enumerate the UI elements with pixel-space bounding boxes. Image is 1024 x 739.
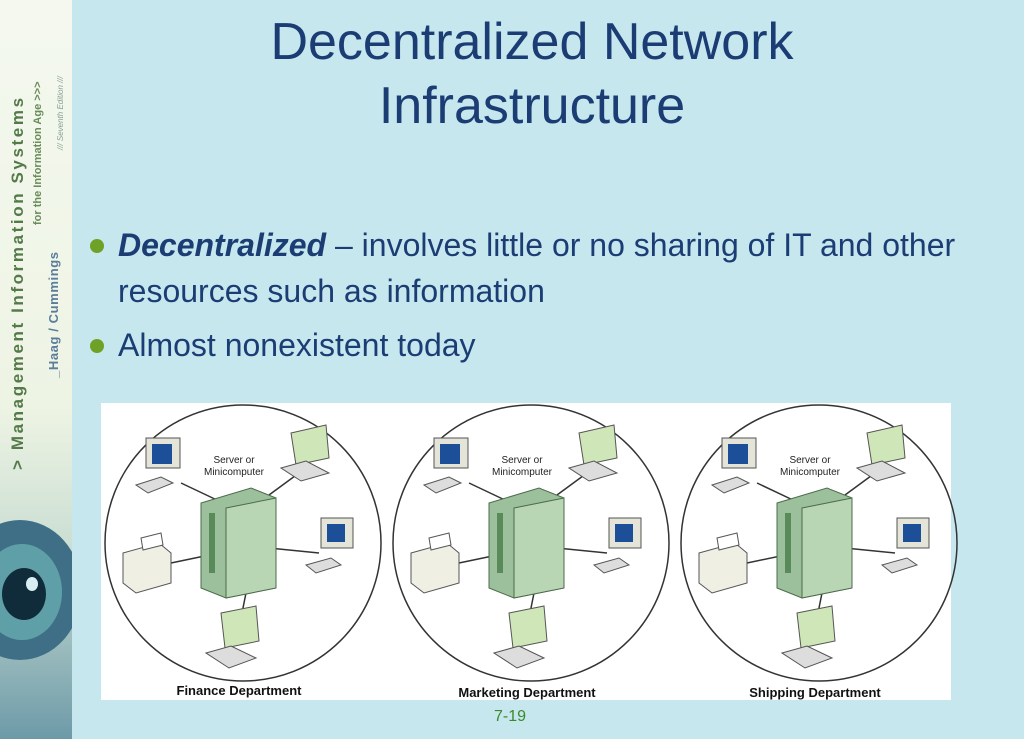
eye-icon	[0, 520, 72, 660]
bullet-item: Decentralized – involves little or no sh…	[88, 222, 968, 314]
laptop-icon	[780, 605, 836, 669]
department-label: Marketing Department	[458, 685, 596, 700]
printer-icon	[698, 532, 748, 594]
book-subtitle: for the Information Age >>>	[32, 81, 44, 225]
printer-icon	[410, 532, 460, 594]
bullet-dot-icon	[90, 339, 104, 353]
bullet-list: Decentralized – involves little or no sh…	[88, 222, 968, 376]
slide-title: Decentralized Network Infrastructure	[200, 10, 864, 138]
department-finance: Server or Minicomputer	[101, 403, 385, 700]
server-label-line-1: Server or	[501, 455, 543, 466]
desktop-computer-icon	[592, 517, 642, 574]
bullet-text: – involves little or no sharing of IT an…	[118, 227, 956, 309]
laptop-icon	[855, 424, 907, 482]
desktop-computer-icon	[304, 517, 354, 574]
bullet-dot-icon	[90, 239, 104, 253]
laptop-icon	[279, 424, 331, 482]
network-diagram: Server or Minicomputer	[101, 403, 958, 700]
department-label: Shipping Department	[749, 685, 881, 700]
book-authors: _Haag / Cummings	[46, 251, 61, 378]
bullet-text: Almost nonexistent today	[118, 327, 476, 363]
department-shipping: Server or Minicomputer	[677, 403, 961, 700]
desktop-computer-icon	[134, 437, 181, 494]
department-circle	[104, 404, 382, 682]
department-circle	[392, 404, 670, 682]
server-icon	[488, 487, 565, 599]
book-title: > Management Information Systems	[8, 95, 27, 470]
laptop-icon	[492, 605, 548, 669]
server-icon	[776, 487, 853, 599]
server-label-line-1: Server or	[213, 455, 255, 466]
laptop-icon	[204, 605, 260, 669]
desktop-computer-icon	[422, 437, 469, 494]
laptop-icon	[567, 424, 619, 482]
department-circle	[680, 404, 958, 682]
department-marketing: Server or Minicomputer	[389, 403, 673, 700]
page-number: 7-19	[493, 708, 527, 725]
book-edition: /// Seventh Edition ///	[56, 76, 65, 150]
bullet-term: Decentralized	[118, 227, 327, 263]
desktop-computer-icon	[710, 437, 757, 494]
printer-icon	[122, 532, 172, 594]
title-line-2: Infrastructure	[378, 77, 686, 135]
bullet-item: Almost nonexistent today	[88, 322, 968, 368]
server-label-line-2: Minicomputer	[780, 467, 841, 478]
server-label-line-2: Minicomputer	[204, 467, 265, 478]
title-line-1: Decentralized Network	[270, 13, 794, 71]
department-label: Finance Department	[177, 683, 303, 698]
server-label-line-1: Server or	[789, 455, 831, 466]
server-label-line-2: Minicomputer	[492, 467, 553, 478]
desktop-computer-icon	[880, 517, 930, 574]
server-icon	[200, 487, 277, 599]
sidebar-banner: > Management Information Systems for the…	[0, 0, 72, 739]
